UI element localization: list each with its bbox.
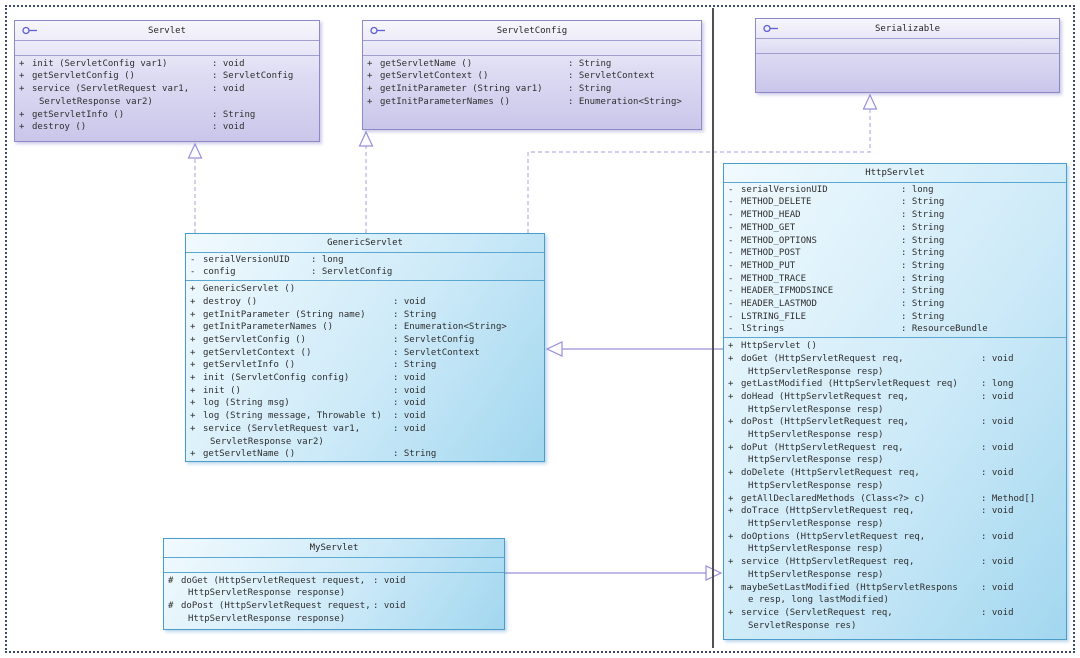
- member-row: +getServletInfo (): String: [19, 109, 256, 120]
- member-row: +getInitParameter (String var1): String: [367, 84, 612, 95]
- member-row: -HEADER_IFMODSINCE: String: [728, 286, 945, 297]
- member-row: +doOptions (HttpServletRequest req,HttpS…: [728, 531, 1014, 555]
- member-row: +init (ServletConfig config): void: [190, 373, 426, 384]
- member-row: +doGet (HttpServletRequest req,HttpServl…: [728, 353, 1014, 377]
- member-row: +log (String msg): void: [190, 398, 426, 409]
- class-title-bar: HttpServlet: [724, 164, 1066, 182]
- member-row: +getInitParameter (String name): String: [190, 309, 437, 320]
- methods-section: +getServletName (): String +getServletCon…: [363, 54, 701, 129]
- member-row: +getServletName (): String: [367, 58, 612, 69]
- member-row: -METHOD_PUT: String: [728, 260, 945, 271]
- member-row: +getServletContext (): ServletContext: [367, 71, 655, 82]
- class-box-servletconfig[interactable]: ServletConfig +getServletName (): String…: [362, 20, 702, 130]
- class-title-bar: MyServlet: [164, 539, 504, 557]
- member-row: -METHOD_OPTIONS: String: [728, 235, 945, 246]
- member-row: -HEADER_LASTMOD: String: [728, 299, 945, 310]
- member-row: +destroy (): void: [19, 122, 245, 133]
- methods-section: #doGet (HttpServletRequest request,HttpS…: [164, 571, 504, 629]
- member-row: +getServletInfo (): String: [190, 360, 437, 371]
- class-title-bar: Serializable: [756, 19, 1059, 38]
- member-row: +log (String message, Throwable t): void: [190, 411, 426, 422]
- class-name: Servlet: [148, 26, 186, 36]
- class-name: Serializable: [874, 24, 941, 34]
- methods-section: +init (ServletConfig var1): void +getServ…: [15, 54, 319, 141]
- member-row: -serialVersionUID: long: [190, 254, 344, 265]
- interface-icon: [22, 26, 38, 40]
- member-row: +getInitParameterNames (): Enumeration<S…: [190, 322, 507, 333]
- realization-arrowhead-servletconfig: [358, 130, 374, 147]
- member-row: +doDelete (HttpServletRequest req,HttpSe…: [728, 468, 1014, 491]
- member-row: +maybeSetLastModified (HttpServletRespon…: [728, 582, 1014, 606]
- realization-arrowhead-servlet: [187, 142, 203, 159]
- member-row: -METHOD_DELETE: String: [728, 197, 945, 208]
- class-title-bar: GenericServlet: [186, 234, 544, 252]
- interface-icon: [763, 24, 779, 38]
- pane-divider: [712, 8, 714, 648]
- generalization-arrowhead-genericservlet: [545, 341, 563, 357]
- methods-section: +HttpServlet ()+doGet (HttpServletReques…: [724, 337, 1066, 639]
- attributes-section: -serialVersionUID: long -METHOD_DELETE: S…: [724, 181, 1066, 337]
- member-row: +getServletConfig (): ServletConfig: [190, 334, 475, 345]
- member-row: +doPost (HttpServletRequest req,HttpServ…: [728, 417, 1014, 441]
- member-row: +service (ServletRequest var1,ServletRes…: [190, 423, 426, 447]
- class-title-bar: Servlet: [15, 21, 319, 40]
- member-row: +GenericServlet (): [190, 284, 296, 295]
- methods-section: +GenericServlet ()+destroy (): void +getI…: [186, 280, 544, 461]
- member-row: -config: ServletConfig: [190, 267, 393, 278]
- member-row: +destroy (): void: [190, 296, 426, 307]
- realization-arrowhead-serializable: [862, 93, 878, 110]
- member-row: +service (ServletRequest var1,ServletRes…: [19, 84, 245, 107]
- member-row: #doPost (HttpServletRequest request,Http…: [168, 601, 406, 624]
- member-row: #doGet (HttpServletRequest request,HttpS…: [168, 575, 406, 599]
- member-row: +doTrace (HttpServletRequest req,HttpSer…: [728, 506, 1014, 529]
- member-row: +getServletConfig (): ServletConfig: [19, 71, 294, 82]
- class-name: ServletConfig: [496, 26, 568, 36]
- class-box-myservlet[interactable]: MyServlet #doGet (HttpServletRequest req…: [163, 538, 505, 630]
- attributes-section: [164, 556, 504, 572]
- class-name: HttpServlet: [865, 168, 925, 178]
- attributes-section: -serialVersionUID: long -config: ServletC…: [186, 251, 544, 280]
- member-row: +getInitParameterNames (): Enumeration<S…: [367, 96, 682, 107]
- member-row: +getServletContext (): ServletContext: [190, 347, 480, 358]
- interface-icon: [370, 26, 386, 40]
- member-row: -METHOD_HEAD: String: [728, 210, 945, 221]
- member-row: +getServletName (): String: [190, 449, 437, 460]
- class-box-httpservlet[interactable]: HttpServlet -serialVersionUID: long -METH…: [723, 163, 1067, 640]
- member-row: -METHOD_TRACE: String: [728, 273, 945, 284]
- attributes-section: [363, 39, 701, 55]
- class-box-servlet[interactable]: Servlet +init (ServletConfig var1): void…: [14, 20, 320, 142]
- attributes-section: [15, 39, 319, 55]
- member-row: +HttpServlet (): [728, 341, 817, 352]
- member-row: -lStrings: ResourceBundle: [728, 324, 988, 335]
- member-row: +service (ServletRequest req,ServletResp…: [728, 607, 1014, 631]
- attributes-section: [756, 37, 1059, 53]
- class-name: MyServlet: [309, 543, 359, 553]
- member-row: +init (ServletConfig var1): void: [19, 58, 245, 69]
- class-name: GenericServlet: [327, 238, 403, 248]
- member-row: +getLastModified (HttpServletRequest req…: [728, 379, 1014, 390]
- member-row: -serialVersionUID: long: [728, 184, 934, 195]
- class-box-serializable[interactable]: Serializable: [755, 18, 1060, 93]
- member-row: +doHead (HttpServletRequest req,HttpServ…: [728, 391, 1014, 415]
- class-box-genericservlet[interactable]: GenericServlet -serialVersionUID: long -c…: [185, 233, 545, 462]
- methods-section: [756, 52, 1059, 92]
- member-row: -METHOD_GET: String: [728, 222, 945, 233]
- class-title-bar: ServletConfig: [363, 21, 701, 40]
- member-row: +service (HttpServletRequest req,HttpSer…: [728, 557, 1014, 580]
- member-row: -METHOD_POST: String: [728, 248, 945, 259]
- member-row: -LSTRING_FILE: String: [728, 311, 945, 322]
- member-row: +init (): void: [190, 385, 426, 396]
- member-row: +getAllDeclaredMethods (Class<?> c): Met…: [728, 493, 1036, 504]
- member-row: +doPut (HttpServletRequest req,HttpServl…: [728, 442, 1014, 466]
- realization-genericservlet-serializable: [527, 109, 871, 233]
